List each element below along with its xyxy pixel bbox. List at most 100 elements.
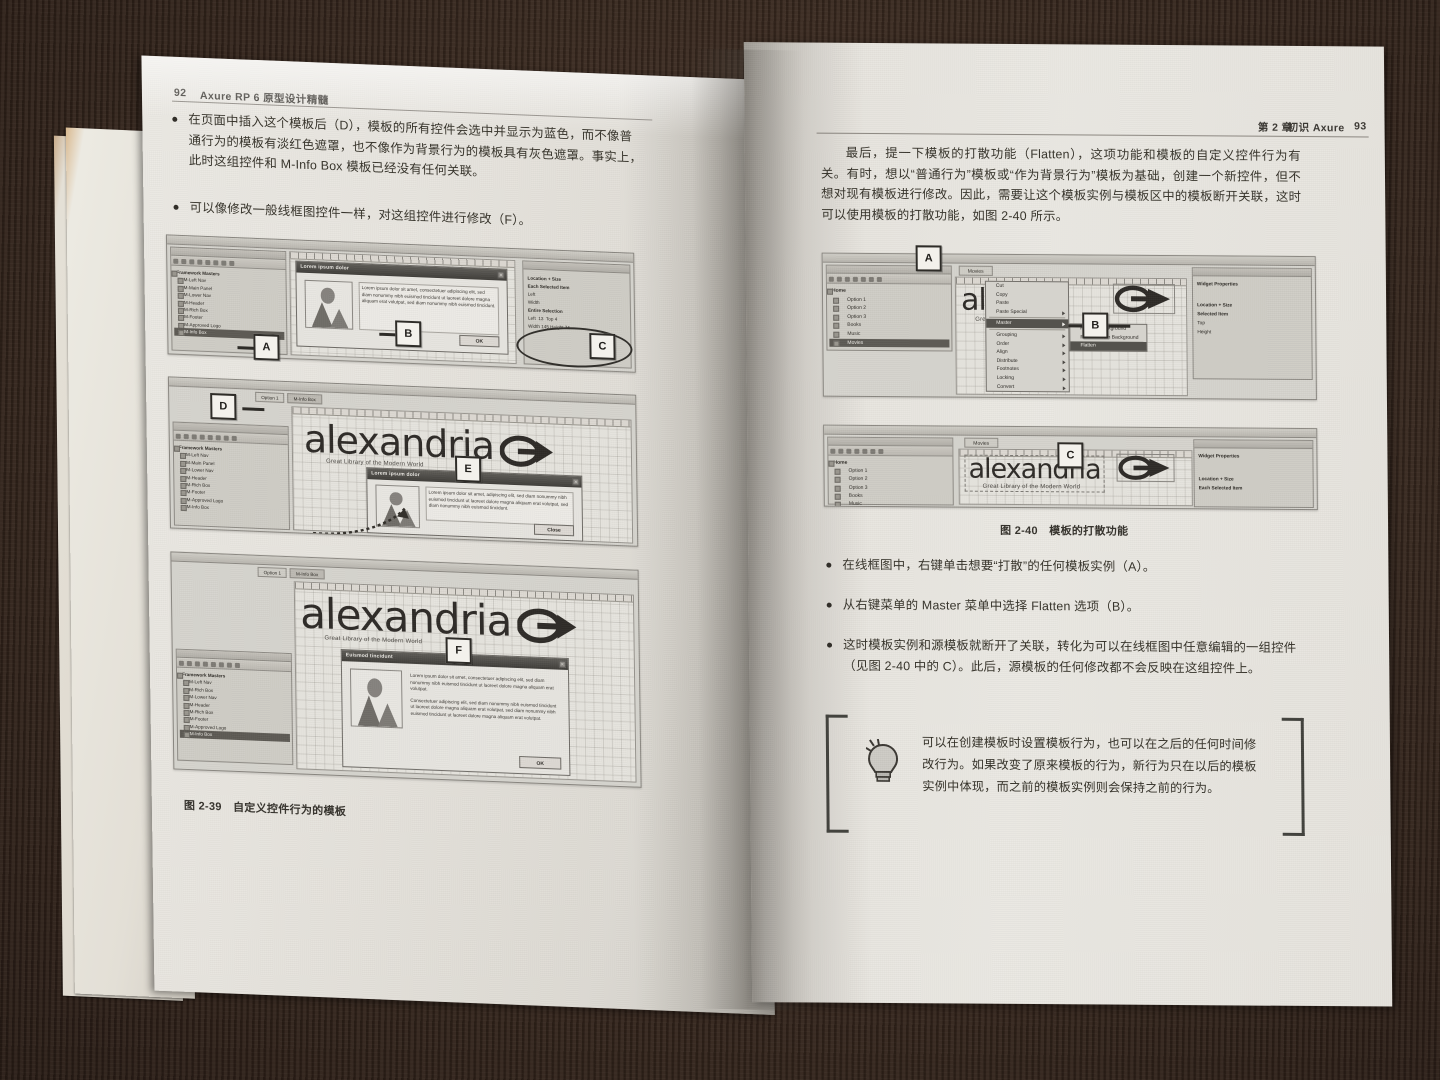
toolbar-icon[interactable] <box>878 449 884 455</box>
menu-item-paste-special[interactable]: Paste Special <box>986 308 1068 317</box>
callout-b-right: B <box>1082 312 1109 339</box>
sitemap-panel-bottom: Home Option 1 Option 2 Option 3 Books Mu… <box>827 436 954 509</box>
tip-bracket-left <box>825 714 849 833</box>
toolbar-icon[interactable] <box>191 434 197 440</box>
toolbar-icon[interactable] <box>205 259 211 266</box>
toolbar-icon[interactable] <box>830 448 836 454</box>
bullet-marker <box>173 204 179 210</box>
toolbar-icon[interactable] <box>846 448 852 454</box>
toolbar-icon[interactable] <box>210 661 216 668</box>
arrow-logo-icon <box>517 606 578 646</box>
toolbar-icon[interactable] <box>870 448 876 454</box>
right-bullet-2-text: 从右键菜单的 Master 菜单中选择 Flatten 选项（B）。 <box>842 597 1140 614</box>
masters-panel-2: Framework Masters M-Left Nav M-Main Pane… <box>172 421 291 531</box>
toolbar-icon[interactable] <box>181 258 187 265</box>
right-page-number: 93 <box>1354 120 1367 133</box>
toolbar-icon[interactable] <box>215 435 221 441</box>
image-placeholder <box>304 279 354 330</box>
toolbar-icon[interactable] <box>229 260 235 267</box>
toolbar-icon[interactable] <box>186 661 192 667</box>
right-running-head-title: 初识 Axure <box>1287 121 1345 135</box>
toolbar-icon[interactable] <box>183 433 189 440</box>
toolbar-icon[interactable] <box>199 434 205 440</box>
bullet-marker <box>826 562 832 568</box>
image-placeholder <box>349 668 403 729</box>
tree-item-selected[interactable]: Movies <box>829 338 950 348</box>
toolbar-icon[interactable] <box>202 661 208 667</box>
canvas-tab-1[interactable]: Option 1 <box>257 566 288 578</box>
menu-item-master[interactable]: Master <box>986 319 1069 329</box>
toolbar-icon[interactable] <box>207 434 213 441</box>
toolbar-icon[interactable] <box>218 662 224 668</box>
toolbar-icon[interactable] <box>226 662 232 668</box>
toolbar-icon[interactable] <box>223 435 229 441</box>
toolbar-icon[interactable] <box>197 259 203 265</box>
callout-e: E <box>454 455 482 483</box>
image-mountain-2 <box>330 308 349 328</box>
toolbar-icon[interactable] <box>876 277 882 283</box>
left-page: 92 Axure RP 6 原型设计精髓 在页面中插入这个模板后（D），模板的所… <box>141 55 775 1015</box>
masters-tree-3[interactable]: Framework Masters M-Left Nav M-Rich Box … <box>179 671 290 742</box>
figure-2-40-panel-bottom: Home Option 1 Option 2 Option 3 Books Mu… <box>823 424 1318 511</box>
tip-bracket-right <box>1281 717 1305 836</box>
toolbar-icon[interactable] <box>868 276 874 283</box>
canvas-tab-2[interactable]: M-Info Box <box>289 568 325 580</box>
masters-tree-2[interactable]: Framework Masters M-Left Nav M-Main Pane… <box>176 444 287 515</box>
toolbar-icon[interactable] <box>862 448 868 454</box>
dialog-close-button[interactable]: Close <box>533 523 575 537</box>
window-titlebar <box>168 377 636 405</box>
toolbar-icon[interactable] <box>852 276 858 282</box>
toolbar-icon[interactable] <box>213 260 219 266</box>
close-icon[interactable]: × <box>572 478 580 486</box>
toolbar-icon[interactable] <box>838 448 844 454</box>
toolbar-icon[interactable] <box>844 276 850 282</box>
toolbar-icon[interactable] <box>173 258 179 264</box>
masters-tree-1[interactable]: Framework Masters M-Left Nav M-Main Pane… <box>173 269 285 340</box>
dialog-ok-button[interactable]: OK <box>519 756 562 770</box>
toolbar-icon[interactable] <box>178 660 184 666</box>
close-icon[interactable]: × <box>558 660 566 668</box>
canvas-tab-1[interactable]: Option 1 <box>255 391 285 403</box>
figure-2-40-caption: 图 2-40 模板的打散功能 <box>1000 524 1129 538</box>
panel-toolbar <box>828 446 953 457</box>
right-intro-paragraph: 最后，提一下模板的打散功能（Flatten），这项功能和模板的自定义控件行为有关… <box>820 145 1302 223</box>
submenu-item-flatten[interactable]: Flatten <box>1070 341 1147 351</box>
toolbar-icon[interactable] <box>221 260 227 266</box>
toolbar-icon[interactable] <box>194 661 200 667</box>
canvas-tab-top[interactable]: Movies <box>958 265 993 276</box>
toolbar-icon[interactable] <box>189 259 195 265</box>
panel-header <box>828 437 953 447</box>
right-bullet-1: 在线框图中，右键单击想要“打散”的任何模板实例（A）。 <box>826 555 1304 579</box>
canvas-tab-2[interactable]: M-Info Box <box>287 393 322 405</box>
callout-b: B <box>395 320 422 348</box>
toolbar-icon[interactable] <box>836 276 842 282</box>
left-bullet-2: 可以像修改一般线框图控件一样，对这组控件进行修改（F）。 <box>173 197 644 236</box>
toolbar-icon[interactable] <box>231 435 237 442</box>
inspector-title: Widget Properties <box>1196 282 1238 288</box>
context-menu-top[interactable]: Cut Copy Paste Paste Special Master Grou… <box>984 280 1070 393</box>
sitemap-tree-bottom[interactable]: Home Option 1 Option 2 Option 3 Books Mu… <box>830 459 950 509</box>
inspector-value-left: 13 <box>538 315 544 322</box>
right-bullet-3: 这时模板实例和源模板就断开了关联，转化为可以在线框图中任意编辑的一组控件（见图 … <box>827 635 1305 679</box>
tree-item[interactable]: Music <box>831 500 951 509</box>
dialog-ok-button[interactable]: OK <box>459 334 500 348</box>
toolbar-icon[interactable] <box>828 276 834 282</box>
toolbar-icon[interactable] <box>175 433 181 439</box>
close-icon[interactable]: × <box>497 271 505 279</box>
toolbar-icon[interactable] <box>860 276 866 282</box>
arrow-logo-frame <box>1112 283 1176 315</box>
annotation-arrow-2 <box>313 507 409 535</box>
panel-header <box>1194 440 1313 450</box>
inspector-field-width-2: Width <box>528 323 540 330</box>
left-bullet-1-text: 在页面中插入这个模板后（D），模板的所有控件会选中并显示为蓝色，而不像普通行为的… <box>188 112 643 179</box>
sitemap-tree-top[interactable]: Home Option 1 Option 2 Option 3 Books Mu… <box>829 287 950 348</box>
toolbar-icon[interactable] <box>854 448 860 454</box>
toolbar-icon[interactable] <box>234 662 240 669</box>
canvas-tab-bottom[interactable]: Movies <box>964 437 999 448</box>
inspector-sub: Selected Item <box>1197 312 1229 318</box>
left-bullet-2-text: 可以像修改一般线框图控件一样，对这组控件进行修改（F）。 <box>189 200 532 228</box>
euismod-dialog-3: Euismod tincidunt × Lorem ipsum dolor si… <box>340 649 571 777</box>
bullet-marker <box>826 602 832 608</box>
menu-item-convert[interactable]: Convert <box>987 382 1069 391</box>
sitemap-panel-top: Home Option 1 Option 2 Option 3 Books Mu… <box>825 264 953 352</box>
